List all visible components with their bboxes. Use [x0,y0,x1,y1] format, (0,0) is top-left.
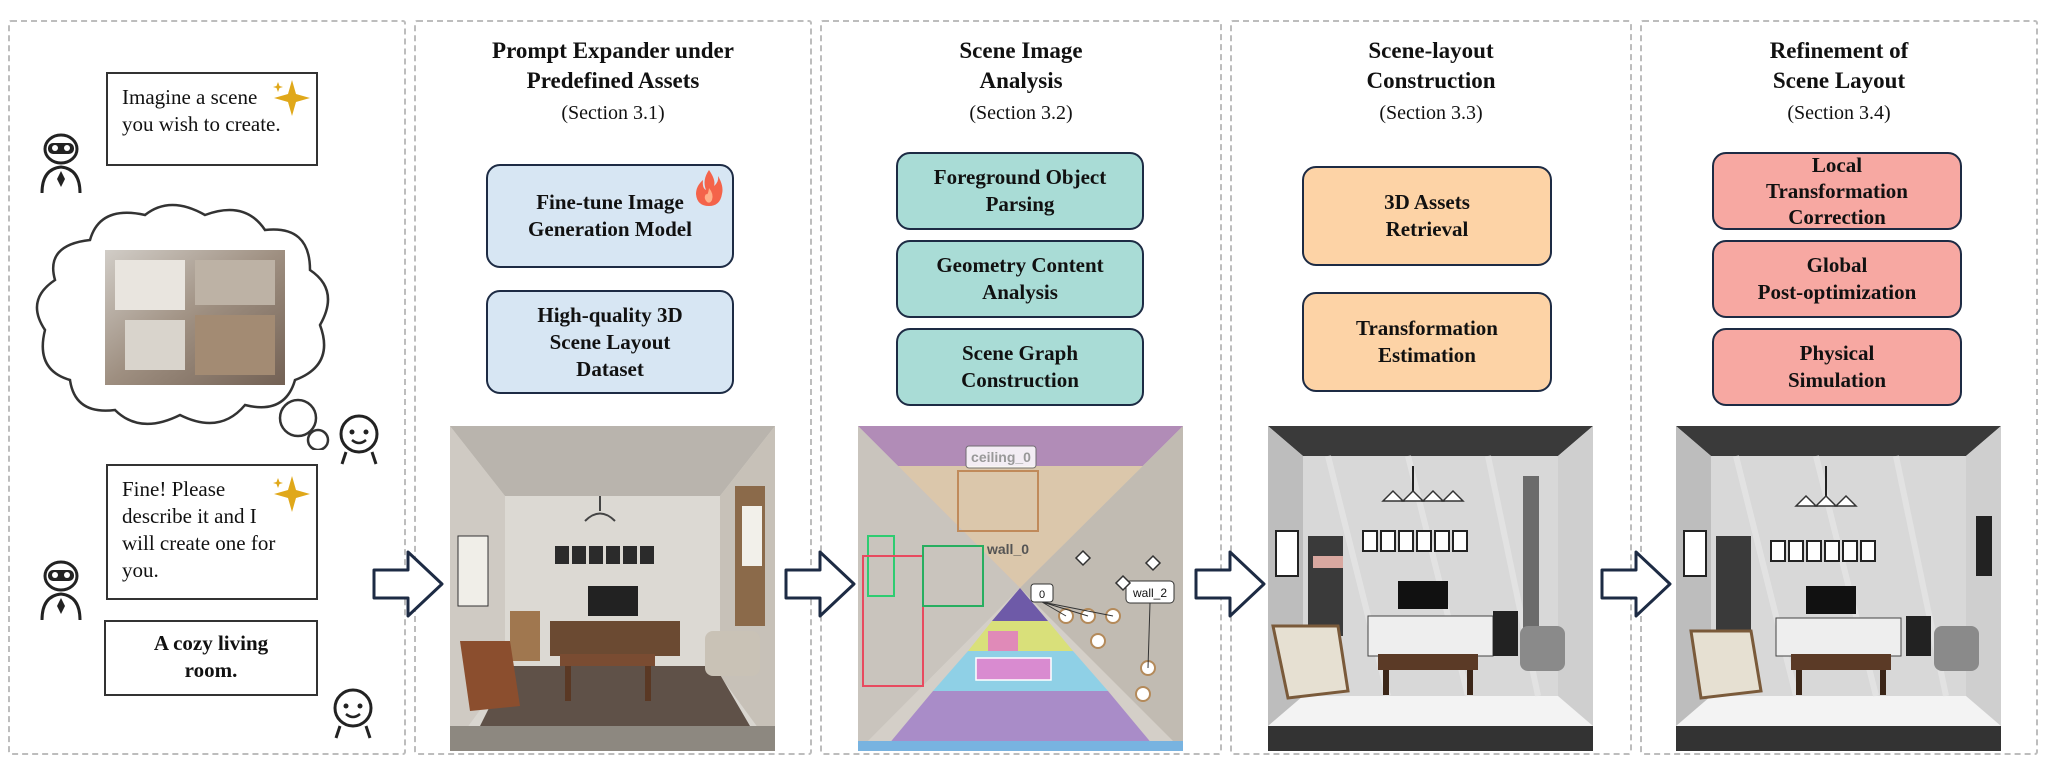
box-line: Post-optimization [1757,280,1917,304]
box-line: Retrieval [1385,217,1469,241]
user-icon [339,414,379,465]
box-fine-tune: Fine-tune Image Generation Model [486,164,734,268]
flame-icon [696,170,723,206]
panel-scene-layout-construction: Scene-layout Construction (Section 3.3) … [1230,20,1632,755]
title-line: Scene-layout [1368,38,1494,63]
panel-prompt-expander: Prompt Expander under Predefined Assets … [414,20,812,755]
box-line: Estimation [1377,343,1476,367]
box-line: Correction [1788,205,1886,229]
box-line: 3D Assets [1384,190,1470,214]
box-line: Global [1806,253,1868,277]
label-wall-center: wall_0 [986,541,1029,557]
box-scene-graph: Scene Graph Construction [896,328,1144,406]
label-wall: wall_2 [1132,586,1167,600]
box-assets-retrieval: 3D Assets Retrieval [1302,166,1552,266]
box-line: Transformation [1766,179,1908,203]
box-line: Generation Model [528,217,692,241]
box-geometry-analysis: Geometry Content Analysis [896,240,1144,318]
title-line: Scene Layout [1772,68,1906,93]
box-line: Local [1811,153,1863,177]
box-line: Parsing [985,192,1055,216]
box-line: Dataset [576,356,644,381]
box-line: Physical [1799,341,1875,365]
panel-title: Scene Image Analysis [822,36,1220,96]
box-line: Fine-tune Image [536,190,684,214]
box-line: High-quality 3D [537,302,683,327]
flow-arrow-icon [1600,550,1672,618]
box-physical-simulation: Physical Simulation [1712,328,1962,406]
box-line: Scene Layout [549,329,671,354]
title-line: Analysis [979,68,1063,93]
box-dataset: High-quality 3D Scene Layout Dataset [486,290,734,394]
robot-icon [40,133,82,194]
box-line: Foreground Object [933,165,1107,189]
bubble-line: Imagine a scene [122,85,258,109]
panel-title: Prompt Expander under Predefined Assets [416,36,810,96]
sparkle-icon [273,476,310,512]
title-line: Predefined Assets [526,68,700,93]
bubble-line: you. [122,558,159,582]
analysis-image: ceiling_0 wall_0 wall_2 0 [858,426,1183,751]
label-node: 0 [1039,589,1045,601]
title-line: Scene Image [959,38,1083,63]
box-foreground-parsing: Foreground Object Parsing [896,152,1144,230]
bubble-line: you wish to create. [122,112,281,136]
flow-arrow-icon [372,550,444,618]
box-line: Geometry Content [936,253,1104,277]
generated-room-image [450,426,775,751]
box-line: Transformation [1356,316,1498,340]
title-line: Construction [1366,68,1496,93]
panel-refinement: Refinement of Scene Layout (Section 3.4)… [1640,20,2038,755]
chat-bubble-assistant-2: Fine! Please describe it and I will crea… [106,464,318,600]
box-line: Simulation [1787,368,1887,392]
label-ceiling: ceiling_0 [971,449,1031,465]
panel-title: Scene-layout Construction [1232,36,1630,96]
box-local-correction: Local Transformation Correction [1712,152,1962,230]
title-line: Prompt Expander under [492,38,734,63]
box-line: Construction [961,368,1079,392]
thought-cloud [35,203,330,450]
chat-bubble-assistant-1: Imagine a scene you wish to create. [106,72,318,166]
box-line: Scene Graph [961,341,1079,365]
section-ref: (Section 3.3) [1379,102,1483,124]
panel-title: Refinement of Scene Layout [1642,36,2036,96]
panel-scene-image-analysis: Scene Image Analysis (Section 3.2) Foreg… [820,20,1222,755]
flow-arrow-icon [1194,550,1266,618]
robot-icon [40,560,82,621]
section-ref: (Section 3.1) [561,102,665,124]
panel-chat: Imagine a scene you wish to create. [8,20,406,755]
title-line: Refinement of [1769,38,1909,63]
box-line: Analysis [982,280,1058,304]
section-ref: (Section 3.2) [969,102,1073,124]
bubble-line: Fine! Please [122,477,226,501]
bubble-line: A cozy living [153,631,269,655]
section-ref: (Section 3.4) [1787,102,1891,124]
bubble-line: describe it and I [122,504,257,528]
bubble-line: will create one for [122,531,276,555]
refined-scene-render [1676,426,2001,751]
box-global-optimization: Global Post-optimization [1712,240,1962,318]
constructed-scene-render [1268,426,1593,751]
chat-bubble-user: A cozy living room. [104,620,318,696]
flow-arrow-icon [784,550,856,618]
box-transformation-estimation: Transformation Estimation [1302,292,1552,392]
user-icon [333,688,373,739]
sparkle-icon [273,80,310,116]
bubble-line: room. [184,658,238,682]
